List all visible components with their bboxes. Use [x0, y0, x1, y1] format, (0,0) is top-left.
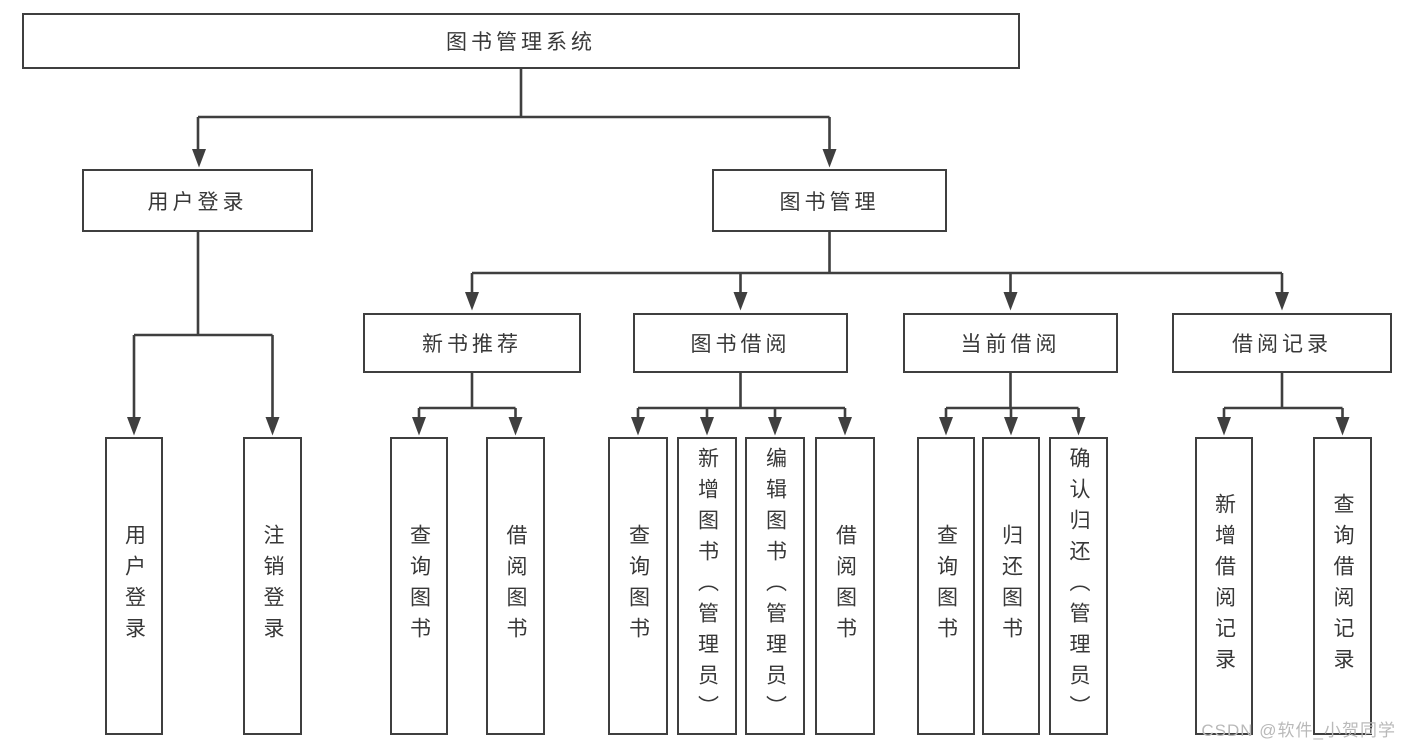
leaf-borrow-books-borrowing-label: 借阅图书 — [833, 524, 857, 648]
arrowhead-icons — [127, 149, 1350, 436]
leaf-borrow-books-borrowing: 借阅图书 — [815, 437, 875, 735]
node-root-label: 图书管理系统 — [446, 31, 596, 54]
node-new-book-recommendation: 新书推荐 — [363, 313, 581, 373]
leaf-query-books-recommend-label: 查询图书 — [407, 524, 431, 648]
node-borrowing-records-label: 借阅记录 — [1232, 333, 1332, 356]
leaf-query-borrow-record: 查询借阅记录 — [1313, 437, 1372, 735]
node-root: 图书管理系统 — [22, 13, 1020, 69]
leaf-user-login-label: 用户登录 — [122, 524, 146, 648]
leaf-return-book-label: 归还图书 — [999, 524, 1023, 648]
node-current-borrowing-label: 当前借阅 — [960, 333, 1061, 356]
leaf-query-borrow-record-label: 查询借阅记录 — [1331, 493, 1354, 679]
leaf-add-borrow-record-label: 新增借阅记录 — [1212, 493, 1236, 679]
node-user-login-label: 用户登录 — [147, 190, 248, 214]
tree-edges — [132, 69, 1344, 420]
leaf-add-borrow-record: 新增借阅记录 — [1195, 437, 1253, 735]
leaf-logout-label: 注销登录 — [261, 524, 284, 648]
node-book-management-label: 图书管理 — [779, 190, 880, 214]
leaf-query-books-current: 查询图书 — [917, 437, 975, 735]
node-book-management: 图书管理 — [712, 169, 947, 232]
leaf-add-book-admin-label: 新增图书（管理员） — [695, 446, 719, 726]
node-book-borrowing-label: 图书借阅 — [690, 333, 791, 356]
node-new-book-recommendation-label: 新书推荐 — [422, 333, 522, 356]
leaf-borrow-books-recommend-label: 借阅图书 — [504, 524, 527, 648]
leaf-edit-book-admin-label: 编辑图书（管理员） — [763, 446, 787, 726]
leaf-query-books-borrowing: 查询图书 — [608, 437, 668, 735]
leaf-confirm-return-admin: 确认归还（管理员） — [1049, 437, 1108, 735]
node-borrowing-records: 借阅记录 — [1172, 313, 1392, 373]
node-user-login: 用户登录 — [82, 169, 313, 232]
watermark: CSDN @软件_小贺同学 — [1201, 721, 1396, 740]
leaf-add-book-admin: 新增图书（管理员） — [677, 437, 737, 735]
node-current-borrowing: 当前借阅 — [903, 313, 1118, 373]
leaf-query-books-current-label: 查询图书 — [934, 524, 958, 648]
node-book-borrowing: 图书借阅 — [633, 313, 848, 373]
leaf-logout: 注销登录 — [243, 437, 302, 735]
leaf-borrow-books-recommend: 借阅图书 — [486, 437, 545, 735]
leaf-confirm-return-admin-label: 确认归还（管理员） — [1067, 446, 1090, 726]
leaf-edit-book-admin: 编辑图书（管理员） — [745, 437, 805, 735]
leaf-query-books-recommend: 查询图书 — [390, 437, 448, 735]
leaf-return-book: 归还图书 — [982, 437, 1040, 735]
leaf-query-books-borrowing-label: 查询图书 — [626, 524, 650, 648]
leaf-user-login: 用户登录 — [105, 437, 163, 735]
